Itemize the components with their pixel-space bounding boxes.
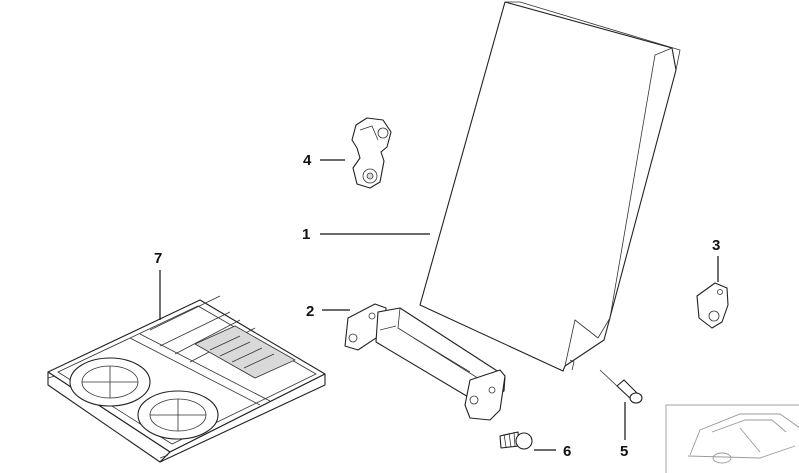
bracket-part-3	[696, 282, 729, 329]
callout-3: 3	[712, 237, 720, 254]
callout-7: 7	[154, 250, 162, 267]
callout-1: 1	[302, 226, 310, 243]
latch-part-4	[351, 117, 392, 189]
callout-5: 5	[620, 443, 628, 460]
screw-part-6	[499, 431, 533, 450]
callout-6: 6	[563, 443, 571, 460]
bolt-part-5	[599, 369, 643, 404]
cupholder-tray-part-7	[47, 295, 326, 463]
car-reference-thumbnail	[665, 404, 799, 473]
leader-lines	[159, 159, 719, 451]
backrest-part-1	[419, 1, 681, 372]
hinge-bracket-part-2	[344, 303, 506, 421]
callout-4: 4	[303, 152, 312, 169]
callout-2: 2	[306, 303, 314, 320]
